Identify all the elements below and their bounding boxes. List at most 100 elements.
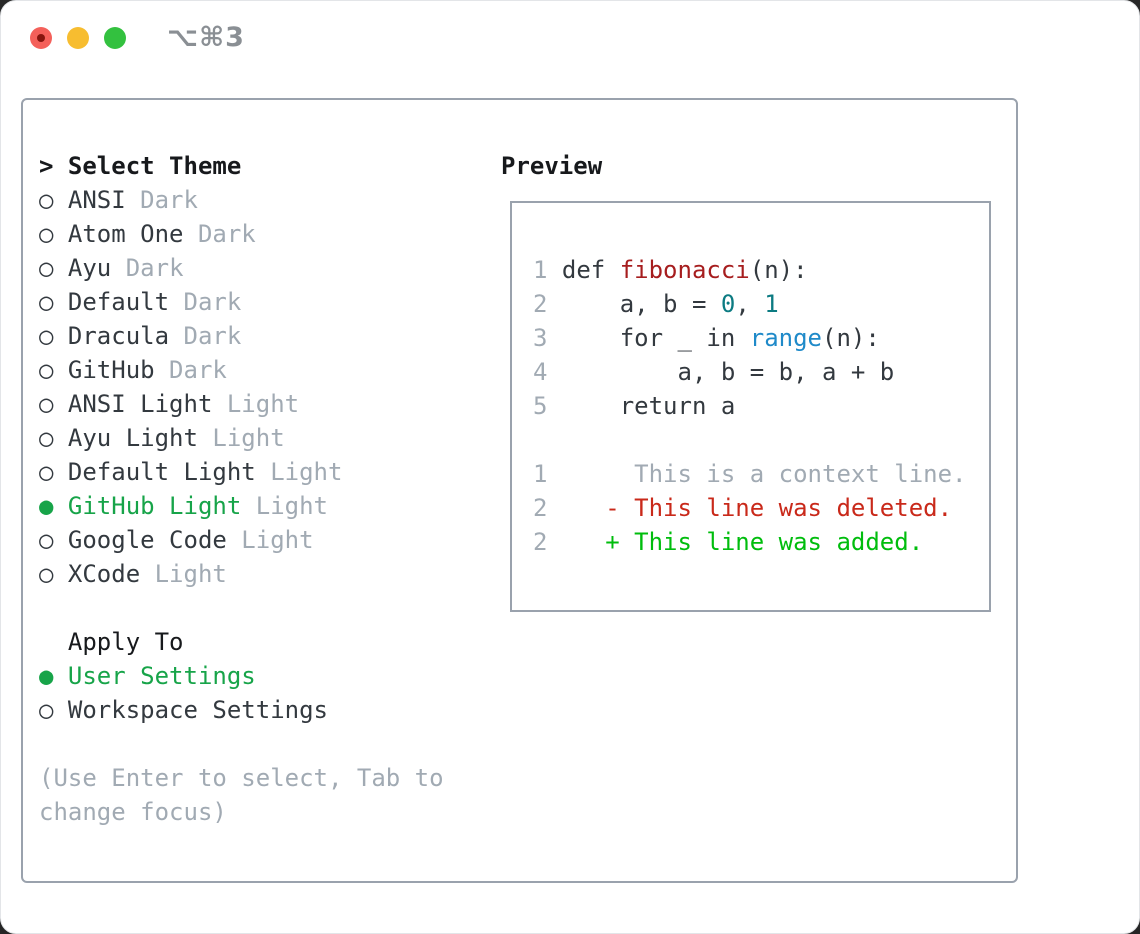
theme-option[interactable]: ○ ANSI Light Light — [39, 387, 444, 421]
theme-name: Default Light — [67, 458, 256, 486]
theme-option[interactable]: ○ Dracula Dark — [39, 319, 444, 353]
focus-caret-icon: > — [39, 152, 68, 180]
theme-option[interactable]: ○ ANSI Dark — [39, 183, 444, 217]
code-segment: , — [735, 290, 765, 318]
theme-option[interactable]: ○ Google Code Light — [39, 523, 444, 557]
theme-variant: Dark — [154, 356, 227, 384]
theme-name: Atom One — [67, 220, 184, 248]
code-segment: fibonacci — [619, 256, 750, 284]
code-segment: (n): — [749, 256, 808, 284]
code-segment: 1 — [764, 290, 779, 318]
radio-selected-icon: ● — [39, 662, 68, 690]
theme-name: GitHub Light — [67, 492, 242, 520]
apply-option-label: Workspace Settings — [67, 696, 328, 724]
window-titlebar: ⌥⌘3 — [1, 1, 1139, 75]
theme-name: ANSI — [67, 186, 126, 214]
code-segment: 5 — [533, 392, 562, 420]
code-segment: 2 — [533, 494, 562, 522]
radio-icon: ○ — [39, 390, 68, 418]
code-segment: for _ in — [561, 324, 750, 352]
apply-option[interactable]: ○ Workspace Settings — [39, 693, 444, 727]
theme-variant: Light — [212, 390, 300, 418]
code-line: 1 This is a context line. — [533, 457, 966, 491]
radio-icon: ○ — [39, 696, 68, 724]
radio-icon: ○ — [39, 186, 68, 214]
code-line: 4 a, b = b, a + b — [533, 355, 966, 389]
theme-list: ○ ANSI Dark○ Atom One Dark○ Ayu Dark○ De… — [39, 183, 444, 591]
theme-name: ANSI Light — [67, 390, 213, 418]
code-line: 2 - This line was deleted. — [533, 491, 966, 525]
radio-icon: ○ — [39, 288, 68, 316]
spacer — [39, 727, 444, 761]
theme-variant: Light — [197, 424, 285, 452]
minimize-button[interactable] — [67, 27, 89, 49]
radio-icon: ○ — [39, 424, 68, 452]
code-segment: a, b = b, a + b — [561, 358, 895, 386]
code-segment: 4 — [533, 358, 562, 386]
apply-option[interactable]: ● User Settings — [39, 659, 444, 693]
code-segment: 1 — [533, 256, 562, 284]
select-theme-heading: > Select Theme — [39, 152, 242, 180]
code-segment: This is a context line. — [561, 460, 967, 488]
code-line: 1 def fibonacci(n): — [533, 253, 966, 287]
radio-selected-icon: ● — [39, 492, 68, 520]
code-line: 3 for _ in range(n): — [533, 321, 966, 355]
theme-variant: Light — [255, 458, 343, 486]
radio-icon: ○ — [39, 458, 68, 486]
theme-option[interactable]: ○ Default Dark — [39, 285, 444, 319]
code-segment: def — [561, 256, 620, 284]
code-segment: return a — [561, 392, 736, 420]
theme-name: GitHub — [67, 356, 155, 384]
theme-option[interactable]: ● GitHub Light Light — [39, 489, 444, 523]
theme-name: Ayu — [67, 254, 112, 282]
theme-option[interactable]: ○ Atom One Dark — [39, 217, 444, 251]
code-segment: 2 — [533, 528, 562, 556]
code-line: 2 + This line was added. — [533, 525, 966, 559]
hint-line: change focus) — [39, 798, 227, 826]
code-segment: 2 — [533, 290, 562, 318]
theme-variant: Dark — [169, 288, 242, 316]
apply-to-heading: Apply To — [67, 628, 184, 656]
keyboard-hint: (Use Enter to select, Tab to change focus… — [39, 761, 444, 829]
close-button[interactable] — [30, 27, 52, 49]
radio-icon: ○ — [39, 254, 68, 282]
theme-variant: Dark — [183, 220, 256, 248]
code-segment: a, b = — [561, 290, 721, 318]
code-segment: (n): — [822, 324, 880, 352]
preview-heading: Preview — [501, 152, 603, 180]
theme-variant: Light — [226, 526, 314, 554]
code-segment: - This line was deleted. — [561, 494, 953, 522]
code-segment: 0 — [720, 290, 736, 318]
theme-option[interactable]: ○ XCode Light — [39, 557, 444, 591]
radio-icon: ○ — [39, 356, 68, 384]
radio-icon: ○ — [39, 322, 68, 350]
theme-name: Ayu Light — [67, 424, 198, 452]
apply-option-label: User Settings — [67, 662, 256, 690]
theme-variant: Dark — [125, 186, 198, 214]
theme-variant: Dark — [111, 254, 184, 282]
radio-icon: ○ — [39, 560, 68, 588]
zoom-button[interactable] — [104, 27, 126, 49]
theme-option[interactable]: ○ Default Light Light — [39, 455, 444, 489]
theme-variant: Dark — [169, 322, 242, 350]
theme-option[interactable]: ○ Ayu Dark — [39, 251, 444, 285]
code-line — [533, 423, 966, 457]
code-line: 5 return a — [533, 389, 966, 423]
theme-variant: Light — [140, 560, 227, 588]
code-line: 2 a, b = 0, 1 — [533, 287, 966, 321]
hint-line: (Use Enter to select, Tab to — [39, 764, 444, 792]
code-segment: 1 — [533, 460, 562, 488]
theme-option[interactable]: ○ Ayu Light Light — [39, 421, 444, 455]
window-title: ⌥⌘3 — [167, 22, 245, 53]
theme-list-column: > Select Theme ○ ANSI Dark○ Atom One Dar… — [39, 149, 444, 829]
code-segment: + This line was added. — [561, 528, 924, 556]
theme-variant: Light — [241, 492, 328, 520]
code-segment: 3 — [533, 324, 562, 352]
apply-options: ● User Settings○ Workspace Settings — [39, 659, 444, 727]
radio-icon: ○ — [39, 220, 68, 248]
theme-option[interactable]: ○ GitHub Dark — [39, 353, 444, 387]
